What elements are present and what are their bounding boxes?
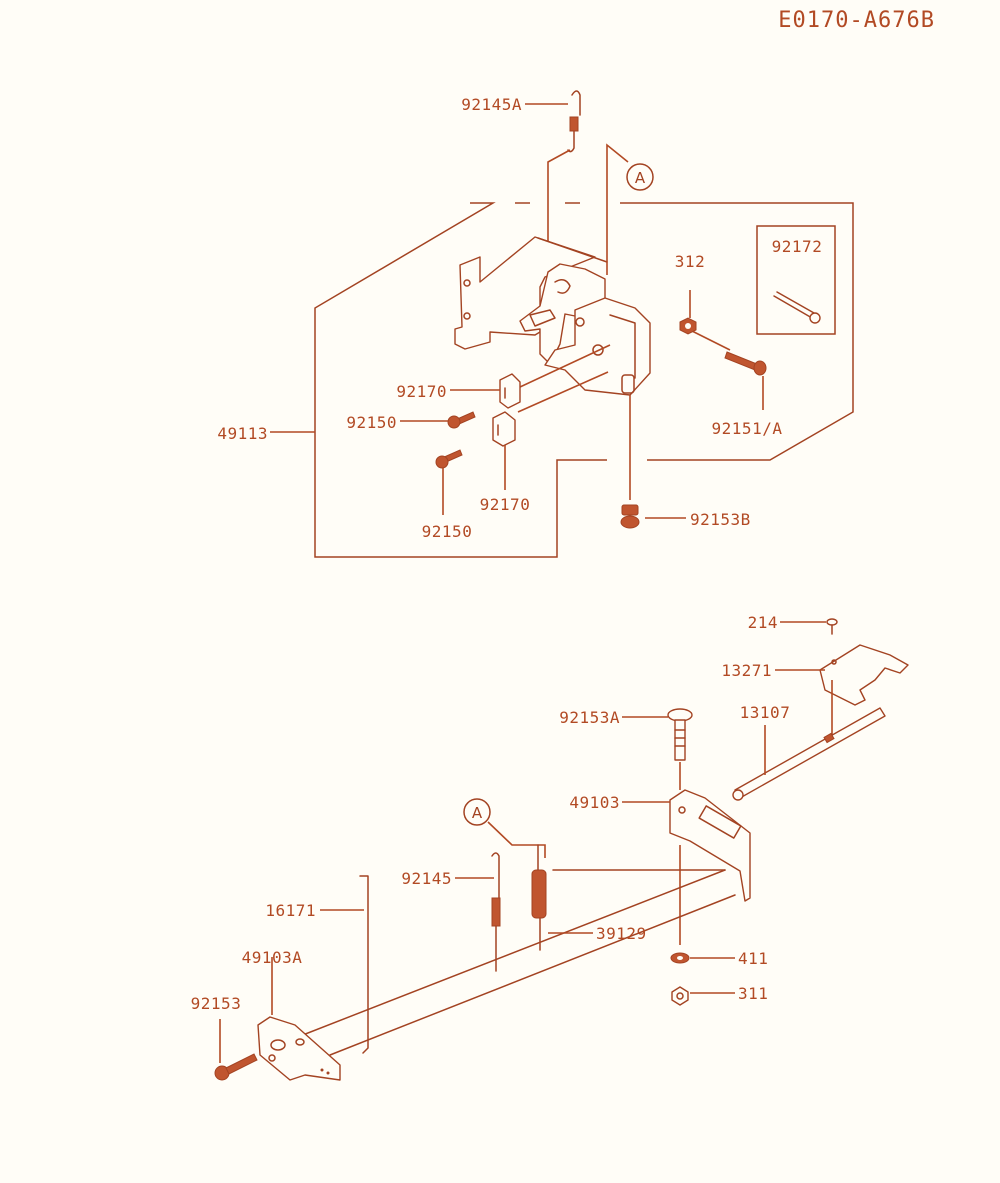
svg-text:A: A bbox=[635, 169, 646, 187]
spring-39129-icon bbox=[531, 844, 547, 951]
diagram-code: E0170-A676B bbox=[778, 8, 935, 33]
label-92145A: 92145A bbox=[461, 95, 522, 114]
spring-92145-icon bbox=[491, 852, 501, 972]
bolt-92150-upper-icon bbox=[447, 411, 476, 429]
bolt-92150-lower-icon bbox=[435, 449, 463, 469]
shaft-13107-icon bbox=[732, 707, 886, 801]
label-92153A: 92153A bbox=[559, 708, 620, 727]
label-92172: 92172 bbox=[772, 237, 823, 256]
nut-312-icon bbox=[679, 317, 697, 335]
label-92150-lower: 92150 bbox=[422, 522, 473, 541]
bolt-92153A-icon bbox=[667, 708, 693, 761]
arm-49103A-icon bbox=[257, 1016, 341, 1081]
label-92153: 92153 bbox=[191, 994, 242, 1013]
label-92151A: 92151/A bbox=[712, 419, 783, 438]
label-13271: 13271 bbox=[721, 661, 772, 680]
rod-connection-icon bbox=[289, 869, 736, 1056]
washer-411-icon bbox=[670, 952, 690, 964]
bolt-92153-icon bbox=[214, 1053, 258, 1081]
label-311: 311 bbox=[738, 984, 768, 1003]
label-16171: 16171 bbox=[265, 901, 316, 920]
lever-49103-icon bbox=[669, 789, 751, 902]
spring-92145A-icon bbox=[567, 90, 581, 153]
bolt-92172-icon bbox=[773, 291, 821, 324]
label-214: 214 bbox=[748, 613, 778, 632]
label-39129: 39129 bbox=[596, 924, 647, 943]
label-92150-upper: 92150 bbox=[346, 413, 397, 432]
callout-A-upper: A bbox=[626, 163, 654, 191]
screw-214-icon bbox=[826, 618, 838, 635]
label-92153B: 92153B bbox=[690, 510, 751, 529]
assembly-line-nut bbox=[689, 329, 731, 351]
callout-A-lower: A bbox=[463, 798, 491, 826]
clip-92170-lower-icon bbox=[492, 411, 516, 447]
assembly-frame-49113 bbox=[314, 202, 854, 558]
label-49103A: 49103A bbox=[242, 948, 303, 967]
label-312: 312 bbox=[675, 252, 705, 271]
label-92170-upper: 92170 bbox=[396, 382, 447, 401]
bolt-92151A-icon bbox=[724, 351, 767, 376]
rod-16171-icon bbox=[359, 875, 369, 1054]
inset-box-92172 bbox=[756, 225, 836, 335]
clip-92170-upper-icon bbox=[499, 373, 521, 409]
part-labels: 92145A 312 92172 92170 92150 49113 92151… bbox=[191, 95, 823, 1013]
label-411: 411 bbox=[738, 949, 768, 968]
label-49113: 49113 bbox=[217, 424, 268, 443]
assembly-line-clip-lower bbox=[517, 371, 609, 413]
assembly-line-clip-upper bbox=[519, 344, 611, 388]
lever-bracket-49113-icon bbox=[454, 236, 651, 396]
label-92170-lower: 92170 bbox=[480, 495, 531, 514]
leader-callout-A-upper bbox=[606, 143, 629, 275]
nut-311-icon bbox=[671, 986, 689, 1006]
plate-13271-icon bbox=[819, 644, 909, 706]
label-92145: 92145 bbox=[401, 869, 452, 888]
label-49103: 49103 bbox=[569, 793, 620, 812]
svg-text:A: A bbox=[472, 804, 483, 822]
label-13107: 13107 bbox=[740, 703, 791, 722]
nut-92153B-icon bbox=[620, 504, 640, 529]
leader-callout-A-lower bbox=[487, 821, 546, 858]
